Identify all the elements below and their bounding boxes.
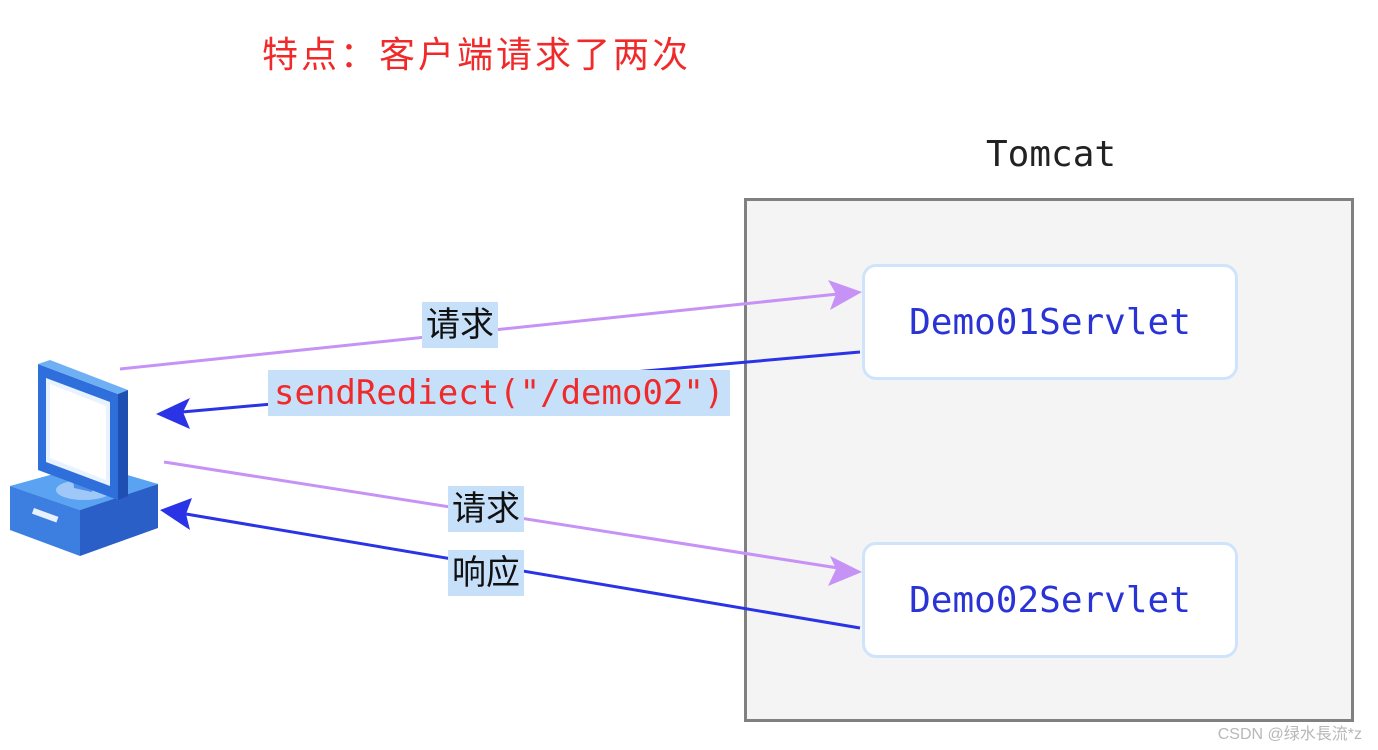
demo02-servlet-label: Demo02Servlet (909, 579, 1191, 621)
request1-label: 请求 (422, 302, 498, 348)
request2-label: 请求 (448, 486, 524, 532)
demo02-servlet-box: Demo02Servlet (862, 542, 1238, 658)
response-label: 响应 (448, 550, 524, 596)
redirect-label: sendRediect("/demo02") (268, 370, 731, 416)
diagram-title: 特点：客户端请求了两次 (262, 35, 692, 76)
watermark: CSDN @绿水長流*z (1217, 726, 1362, 743)
demo01-servlet-box: Demo01Servlet (862, 264, 1238, 380)
client-computer-icon (10, 360, 158, 556)
demo01-servlet-label: Demo01Servlet (909, 301, 1191, 343)
tomcat-label: Tomcat (986, 134, 1117, 175)
